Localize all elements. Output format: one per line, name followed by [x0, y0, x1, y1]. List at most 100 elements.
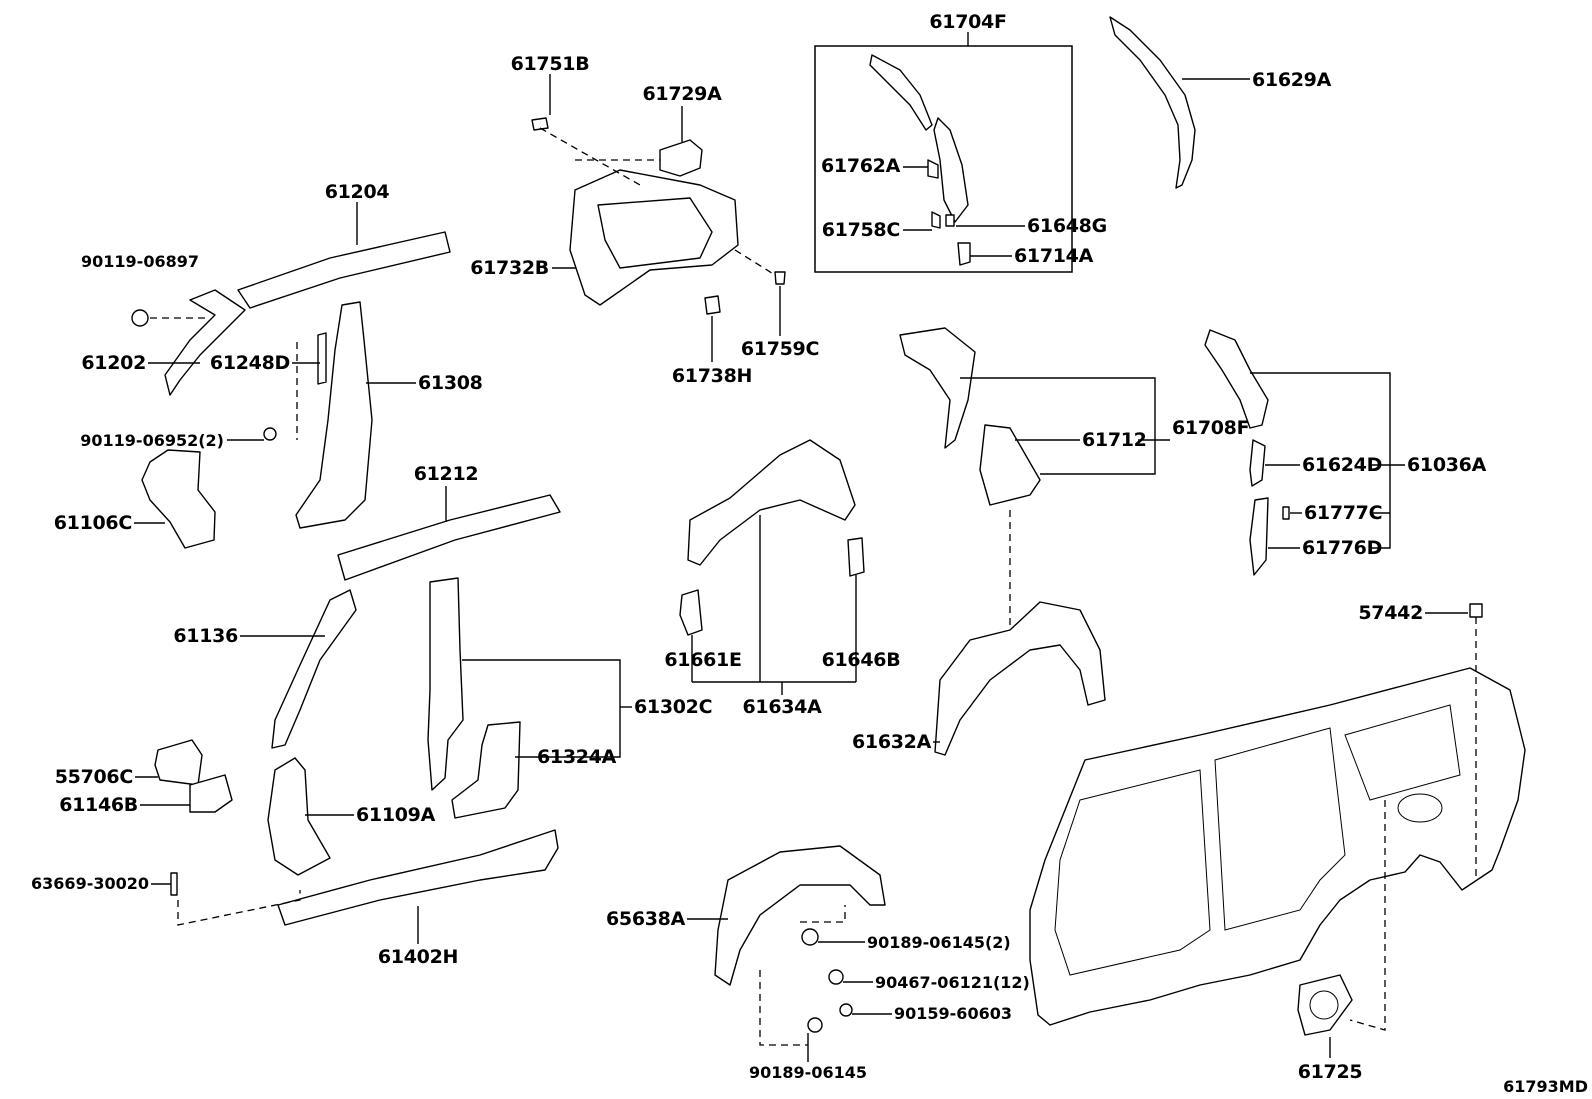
- part-65638A: [714, 845, 886, 986]
- part-61402H: [277, 829, 559, 926]
- label-57442: 57442: [1358, 602, 1423, 624]
- label-61648G: 61648G: [1027, 215, 1107, 237]
- label-61712: 61712: [1082, 429, 1147, 451]
- body-quarter-window: [1344, 704, 1461, 801]
- label-61402H: 61402H: [378, 946, 458, 968]
- part-61646B: [847, 537, 865, 577]
- label-61776D: 61776D: [1302, 537, 1382, 559]
- label-61136: 61136: [173, 625, 238, 647]
- part-90159-60603: [839, 1003, 853, 1017]
- label-61634A: 61634A: [742, 696, 822, 718]
- label-61302C: 61302C: [634, 696, 712, 718]
- part-61776D: [1249, 497, 1269, 576]
- label-90189-06145: 90189-06145: [749, 1063, 867, 1082]
- part-61634A: [687, 439, 856, 566]
- label-90189-06145-2: 90189-06145(2): [867, 933, 1011, 952]
- part-90467-06121: [828, 969, 844, 985]
- part-61202: [164, 289, 246, 396]
- body-rear-door-opening: [1214, 727, 1346, 931]
- part-63669-30020: [170, 872, 178, 896]
- label-61714A: 61714A: [1014, 245, 1094, 267]
- part-61762A: [927, 159, 939, 179]
- part-90119-06952: [263, 427, 277, 441]
- label-61036A: 61036A: [1407, 454, 1487, 476]
- part-61708F-upper: [899, 327, 976, 449]
- label-90159-60603: 90159-60603: [894, 1004, 1012, 1023]
- label-61248D: 61248D: [210, 352, 290, 374]
- label-61324A: 61324A: [537, 746, 617, 768]
- part-57442: [1469, 603, 1483, 618]
- label-61759C: 61759C: [741, 338, 819, 360]
- part-61729A: [659, 139, 703, 177]
- part-61248D: [317, 332, 327, 385]
- group-box-61704F: [814, 45, 1073, 273]
- label-65638A: 65638A: [606, 908, 686, 930]
- part-61624D: [1249, 439, 1266, 487]
- body-front-door-opening: [1054, 769, 1211, 976]
- label-61202: 61202: [81, 352, 146, 374]
- part-90119-06897: [131, 309, 149, 327]
- label-61758C: 61758C: [822, 219, 900, 241]
- body-fuel-door-opening: [1397, 793, 1443, 823]
- part-90189-06145: [807, 1017, 823, 1033]
- part-labels: 61704F 61751B 61729A 61629A 61204 61762A…: [31, 11, 1588, 1096]
- label-90119-06952: 90119-06952(2): [80, 431, 224, 450]
- part-61714A: [957, 242, 971, 266]
- label-61704F: 61704F: [929, 11, 1006, 33]
- part-61648G: [945, 214, 955, 227]
- label-61106C: 61106C: [54, 512, 132, 534]
- diagram-code: 61793MD: [1503, 1077, 1588, 1096]
- label-61308: 61308: [418, 372, 483, 394]
- part-61704F-pillar: [933, 117, 969, 223]
- leader-lines: [134, 32, 1468, 1062]
- label-61204: 61204: [325, 181, 390, 203]
- part-61777C: [1282, 506, 1290, 520]
- part-61629A: [1109, 16, 1196, 189]
- part-61738H: [704, 295, 721, 315]
- part-61725-cap: [1309, 990, 1339, 1020]
- label-61646B: 61646B: [822, 649, 901, 671]
- label-61777C: 61777C: [1304, 502, 1382, 524]
- label-61632A: 61632A: [852, 731, 932, 753]
- part-61146B: [189, 774, 233, 813]
- label-90119-06897: 90119-06897: [81, 252, 199, 271]
- part-61212: [337, 494, 561, 581]
- label-55706C: 55706C: [55, 766, 133, 788]
- part-61759C: [774, 271, 786, 285]
- part-90189-06145-2: [801, 928, 819, 946]
- part-55706C: [154, 739, 203, 786]
- part-61302C: [427, 577, 464, 791]
- part-61661E: [679, 589, 703, 636]
- label-61708F: 61708F: [1172, 417, 1249, 439]
- part-61036A-upper: [1204, 329, 1269, 429]
- part-61732B-window: [597, 197, 713, 269]
- part-61704F-upper: [869, 54, 933, 131]
- part-61109A: [267, 757, 331, 876]
- part-61136: [271, 589, 357, 749]
- label-61212: 61212: [414, 463, 479, 485]
- part-61324A: [451, 721, 521, 819]
- part-61632A: [934, 601, 1106, 756]
- assembly-lines: [150, 127, 1477, 1046]
- label-90467-06121: 90467-06121(12): [875, 973, 1030, 992]
- label-61762A: 61762A: [821, 155, 901, 177]
- label-61624D: 61624D: [1302, 454, 1382, 476]
- part-61106C: [141, 449, 216, 549]
- label-61109A: 61109A: [356, 804, 436, 826]
- label-61729A: 61729A: [642, 83, 722, 105]
- label-61738H: 61738H: [672, 365, 752, 387]
- part-61751B: [531, 117, 549, 131]
- part-61758C: [931, 211, 941, 229]
- part-side-body-outer: [1029, 667, 1526, 1026]
- label-61661E: 61661E: [664, 649, 741, 671]
- label-61146B: 61146B: [59, 794, 138, 816]
- label-61629A: 61629A: [1252, 69, 1332, 91]
- label-61725: 61725: [1298, 1061, 1363, 1083]
- label-61732B: 61732B: [470, 257, 549, 279]
- part-61712: [979, 424, 1041, 506]
- part-61725: [1297, 974, 1353, 1036]
- label-63669-30020: 63669-30020: [31, 874, 149, 893]
- part-61308: [295, 301, 373, 529]
